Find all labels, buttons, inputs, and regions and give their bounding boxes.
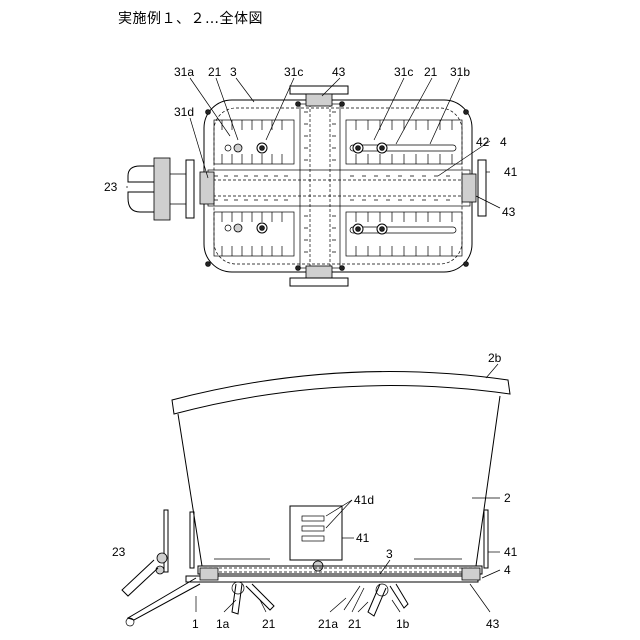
left-clamp: [200, 172, 214, 204]
bottom-bracket: [290, 278, 348, 286]
container-rim: [172, 372, 510, 414]
panel-slots: [214, 112, 452, 256]
slot-top-right: [350, 145, 456, 151]
label-31c-left: 31c: [284, 65, 303, 79]
label-2: 2: [504, 491, 511, 505]
label-21-top-left: 21: [208, 65, 222, 79]
base-frame: [198, 566, 482, 574]
plate-slot-2: [302, 526, 324, 531]
top-view: 31a 21 3 31c 43 31c 21 31b 31d 42 4 23 4…: [104, 65, 518, 286]
label-43-top: 43: [332, 65, 346, 79]
right-clamp-side: [462, 568, 480, 580]
label-31c-right: 31c: [394, 65, 413, 79]
label-1: 1: [192, 617, 199, 631]
right-upright: [484, 510, 488, 568]
label-21-top-right: 21: [424, 65, 438, 79]
label-4-side: 4: [504, 563, 511, 577]
left-attach-block: [154, 158, 170, 220]
left-lever-23: [122, 510, 200, 626]
label-31a: 31a: [174, 65, 194, 79]
top-bracket: [290, 86, 348, 94]
right-clamp: [462, 174, 476, 202]
studs: [206, 102, 469, 271]
base-plate-outline: [204, 100, 472, 272]
base-bar-4: [186, 576, 478, 582]
center-horizontal-rail: [208, 170, 470, 206]
label-42: 42: [476, 135, 490, 149]
top-bracket-clamp: [306, 94, 332, 106]
side-leaders: [196, 364, 500, 612]
plate-slot-3: [302, 536, 324, 541]
leg-right: [368, 584, 386, 616]
label-41-top: 41: [504, 165, 518, 179]
label-23-top: 23: [104, 180, 118, 194]
label-43-right: 43: [502, 205, 516, 219]
left-clamp-side: [200, 568, 218, 580]
bottom-bracket-clamp: [306, 266, 332, 278]
plate-slot-1: [302, 516, 324, 521]
label-2b: 2b: [488, 351, 502, 365]
label-41d: 41d: [354, 493, 374, 507]
label-3-top: 3: [230, 65, 237, 79]
label-1b: 1b: [396, 617, 410, 631]
label-21a: 21a: [318, 617, 338, 631]
leg-left-brace: [246, 584, 274, 610]
left-attach-plate: [186, 160, 194, 218]
label-43-side: 43: [486, 617, 500, 631]
label-4-top: 4: [500, 135, 507, 149]
label-21-side-right: 21: [348, 617, 362, 631]
left-upright: [190, 512, 194, 568]
base-plate-inner-dashed: [214, 108, 462, 264]
container-body: [178, 396, 500, 566]
leg-right-brace: [390, 584, 408, 608]
side-view: 2b 2 41d 41 3 23 41 4 1 1a 21 21a 21 1b …: [112, 351, 518, 631]
label-31d: 31d: [174, 105, 194, 119]
label-41-center: 41: [356, 531, 370, 545]
leg-left: [232, 584, 242, 614]
slot-bottom-right: [350, 227, 456, 233]
label-21-side-left: 21: [262, 617, 276, 631]
label-23-side: 23: [112, 545, 126, 559]
center-side-plate: [290, 506, 342, 560]
center-vertical-rail: [300, 104, 340, 268]
label-31b: 31b: [450, 65, 470, 79]
label-41-right: 41: [504, 545, 518, 559]
label-1a: 1a: [216, 617, 230, 631]
label-3-side: 3: [386, 547, 393, 561]
left-attachment-23: [128, 158, 194, 220]
right-side-plate: [478, 160, 486, 216]
